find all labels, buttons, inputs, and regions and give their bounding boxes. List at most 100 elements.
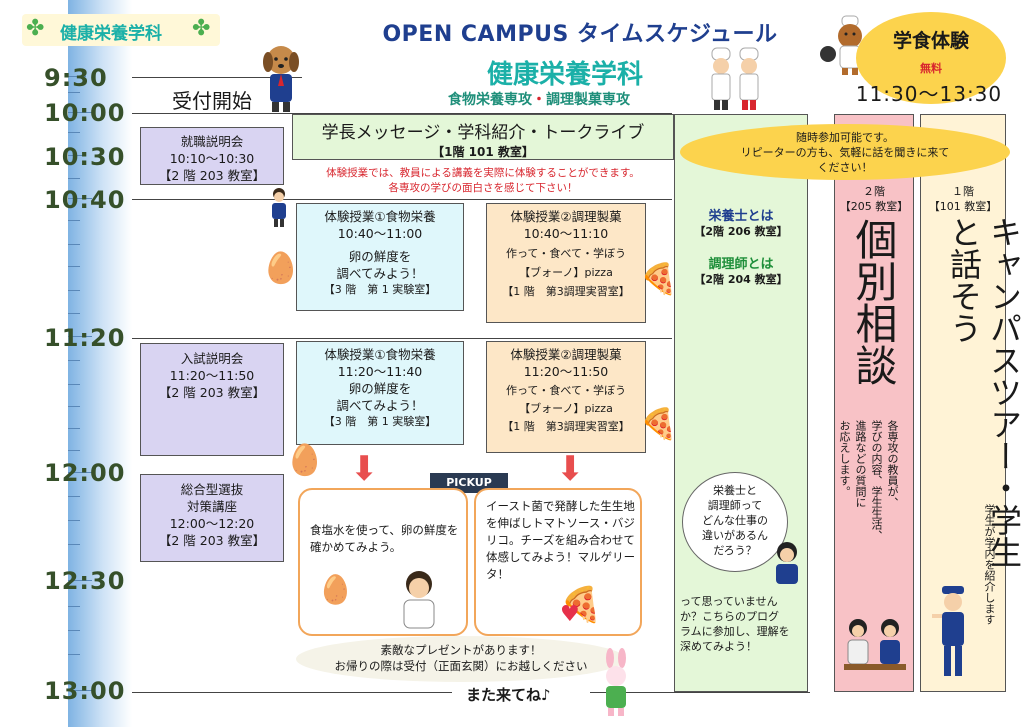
- department-badge-label: 健康栄養学科: [60, 24, 162, 44]
- class2b-time: 11:20〜11:50: [523, 364, 609, 379]
- trial-class-food-1: 体験授業①食物栄養 10:40〜11:00 卵の鮮度を 調べてみよう！ 【3 階…: [296, 203, 464, 311]
- comprehensive-session: 総合型選抜 対策講座 12:00〜12:20 【2 階 203 教室】: [140, 474, 284, 562]
- dept-title: 健康栄養学科: [486, 60, 643, 90]
- comprehensive-title1: 総合型選抜: [180, 482, 244, 497]
- consult-room: 【205 教室】: [839, 200, 909, 213]
- major-dot: ・: [532, 92, 546, 108]
- trial-note-line2: 各専攻の学びの面白さを感じて下さい！: [388, 182, 578, 194]
- bubble-line4: 違いがあるん: [702, 529, 768, 542]
- bubble-line1: 栄養士と: [713, 484, 757, 497]
- arrow-down-icon: ⬇: [556, 449, 585, 489]
- tour-floor: １階: [952, 185, 974, 198]
- exam-room: 【2 階 203 教室】: [158, 385, 266, 400]
- class1b-desc2: 調べてみよう！: [336, 398, 424, 413]
- time-label-1030: 10:30: [44, 143, 126, 171]
- trial-class-confection-1: 体験授業②調理製菓 10:40〜11:10 作って・食べて・学ぼう 【ブォーノ】…: [486, 203, 646, 323]
- time-ruler: [68, 0, 132, 727]
- consult-desc2: 学びの内容、学生生活、: [870, 420, 883, 541]
- class2a-desc1: 作って・食べて・学ぼう: [505, 247, 626, 260]
- consult-desc4: お応えします。: [838, 420, 851, 497]
- trial-note: 体験授業では、教員による講義を実際に体験することができます。 各専攻の学びの面白…: [292, 166, 674, 196]
- teacher-icon: [396, 568, 442, 630]
- drop-in-line1: 随時参加可能です。: [796, 131, 894, 144]
- time-label-1200: 12:00: [44, 459, 126, 487]
- class1b-title: 体験授業①食物栄養: [324, 347, 436, 362]
- tour-title: キャンパスツアー・学生と話そう: [945, 216, 1023, 568]
- dietitian-label: 栄養士とは: [708, 209, 774, 224]
- egg-icon: 🥚: [318, 573, 353, 606]
- tour-desc: 学生が学内を紹介します: [983, 504, 996, 625]
- consult-column: [834, 114, 914, 692]
- invite-line1: って思っていません: [680, 595, 778, 608]
- cook-label: 調理師とは: [708, 257, 774, 272]
- majors-line: 食物栄養専攻・調理製菓専攻: [448, 89, 630, 109]
- consult-title: 個別相談: [849, 218, 898, 386]
- consult-info: ２階 【205 教室】: [834, 184, 914, 214]
- heart-icon: ♥: [560, 602, 580, 627]
- time-label-1230: 12:30: [44, 567, 126, 595]
- trial-class-food-2: 体験授業①食物栄養 11:20〜11:40 卵の鮮度を 調べてみよう！ 【3 階…: [296, 341, 464, 445]
- class2a-time: 10:40〜11:10: [523, 226, 609, 241]
- class1a-title: 体験授業①食物栄養: [324, 209, 436, 224]
- present-line2: お帰りの際は受付（正面玄関）にお越しください: [334, 659, 588, 673]
- tour-info: １階 【101 教室】: [920, 184, 1006, 214]
- major-confection: 調理製菓専攻: [546, 92, 630, 108]
- career-title: 就職説明会: [180, 134, 244, 149]
- drop-in-line3: ください！: [817, 161, 873, 174]
- egg-icon: 🥚: [262, 251, 300, 286]
- pizza-icon: 🍕: [640, 262, 678, 297]
- cafeteria-badge: [856, 12, 1006, 104]
- consult-desc1: 各専攻の教員が、: [886, 420, 899, 508]
- consult-floor: ２階: [863, 185, 885, 198]
- tour-room: 【101 教室】: [928, 200, 998, 213]
- job-intro-rooms: 栄養士とは 【2階 206 教室】 調理師とは 【2階 204 教室】: [674, 205, 808, 287]
- clover-icon: ✤: [192, 16, 211, 41]
- class2b-title: 体験授業②調理製菓: [510, 347, 622, 362]
- drop-in-banner: 随時参加可能です。 リピーターの方も、気軽に話を聞きに来て ください！: [680, 124, 1010, 180]
- exam-title: 入試説明会: [180, 351, 244, 366]
- department-badge: ✤ 健康栄養学科 ✤: [22, 14, 220, 46]
- comprehensive-title2: 対策講座: [186, 499, 237, 514]
- present-notice: 素敵なプレゼントがあります！ お帰りの際は受付（正面玄関）にお越しください: [296, 636, 626, 682]
- comprehensive-time: 12:00〜12:20: [169, 516, 255, 531]
- class1b-time: 11:20〜11:40: [337, 364, 423, 379]
- line-0930: [132, 77, 302, 78]
- class2a-room: 【1 階 第3調理実習室】: [502, 285, 630, 298]
- clover-icon: ✤: [26, 16, 45, 41]
- reception-label: 受付開始: [172, 89, 252, 113]
- student-icon: [770, 540, 804, 586]
- cafeteria-label: 学食体験: [892, 30, 969, 52]
- bubble-line5: だろう？: [713, 544, 757, 557]
- tour-column: [920, 114, 1006, 692]
- pickup-pizza-card: イースト菌で発酵した生生地を伸ばしトマトソース・バジリコ。チーズを組み合わせて体…: [474, 488, 642, 636]
- class2a-desc2: 【ブォーノ】pizza: [519, 266, 613, 279]
- bubble-line2: 調理師って: [707, 499, 763, 512]
- pickup-left-text: 食塩水を使って、卵の鮮度を確かめてみよう。: [310, 523, 459, 554]
- pickup-egg-card: 食塩水を使って、卵の鮮度を確かめてみよう。 🥚: [298, 488, 468, 636]
- rabbit-icon: [598, 648, 634, 718]
- question-bubble: 栄養士と 調理師って どんな仕事の 違いがあるん だろう？: [682, 472, 788, 572]
- bear-mascot-icon: [818, 14, 872, 76]
- pizza-icon: 🍕: [560, 585, 603, 625]
- class2b-room: 【1 階 第3調理実習室】: [502, 420, 630, 433]
- bubble-line3: どんな仕事の: [702, 514, 768, 527]
- exam-time: 11:20〜11:50: [169, 368, 255, 383]
- consult-desc: 各専攻の教員が、 学びの内容、学生生活、 進路などの質問に お応えします。: [836, 420, 900, 620]
- line-1120: [132, 338, 672, 339]
- arrow-down-icon: ⬇: [350, 449, 379, 489]
- line-1040: [132, 199, 672, 200]
- line-1000: [132, 113, 672, 114]
- class2b-desc1: 作って・食べて・学ぼう: [505, 384, 626, 397]
- welcome-room: 【1階 101 教室】: [432, 145, 534, 159]
- career-room: 【2 階 203 教室】: [158, 168, 266, 183]
- drop-in-line2: リピーターの方も、気軽に話を聞きに来て: [740, 146, 950, 159]
- consult-people-icon: [842, 614, 908, 684]
- class1a-desc1: 卵の鮮度を: [348, 249, 412, 264]
- major-food: 食物栄養専攻: [448, 92, 532, 108]
- pizza-icon: 🍕: [640, 407, 678, 442]
- cafeteria-time: 11:30〜13:30: [855, 82, 1003, 106]
- present-line1: 素敵なプレゼントがあります！: [380, 643, 542, 657]
- time-label-1040: 10:40: [44, 186, 126, 214]
- cafeteria-free: 無料: [920, 62, 942, 75]
- invite-line4: 深めてみよう！: [680, 640, 757, 653]
